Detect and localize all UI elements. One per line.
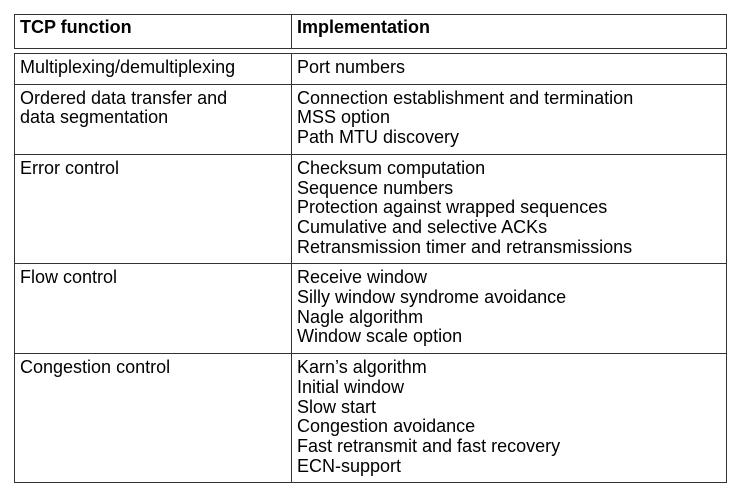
table-row: Multiplexing/demultiplexing Port numbers bbox=[14, 53, 727, 85]
implementation-item: Retransmission timer and retransmissions bbox=[297, 236, 633, 257]
function-text: Flow control bbox=[20, 267, 118, 288]
function-text: Congestion control bbox=[20, 357, 171, 378]
tcp-function-cell: Error control bbox=[14, 153, 292, 265]
function-text: Ordered data transfer and bbox=[20, 87, 228, 108]
implementation-item: Initial window bbox=[297, 376, 405, 397]
implementation-item: MSS option bbox=[297, 107, 391, 128]
tcp-function-cell: Multiplexing/demultiplexing bbox=[14, 53, 292, 85]
implementation-cell: Connection establishment and termination… bbox=[291, 83, 727, 155]
table-header: TCP function Implementation bbox=[14, 14, 727, 49]
implementation-cell: Port numbers bbox=[291, 53, 727, 85]
implementation-item: Protection against wrapped sequences bbox=[297, 197, 608, 218]
implementation-item: Slow start bbox=[297, 396, 377, 417]
header-row: TCP function Implementation bbox=[14, 14, 727, 49]
implementation-item: Nagle algorithm bbox=[297, 306, 424, 327]
implementation-item: Path MTU discovery bbox=[297, 127, 460, 148]
implementation-item: Window scale option bbox=[297, 326, 463, 347]
implementation-item: Fast retransmit and fast recovery bbox=[297, 435, 561, 456]
implementation-item: Receive window bbox=[297, 267, 428, 288]
tcp-function-cell: Congestion control bbox=[14, 353, 292, 484]
function-text: data segmentation bbox=[20, 107, 169, 128]
implementation-item: Connection establishment and termination bbox=[297, 87, 634, 108]
implementation-item: Karn’s algorithm bbox=[297, 357, 427, 378]
implementation-item: Cumulative and selective ACKs bbox=[297, 216, 548, 237]
implementation-item: Congestion avoidance bbox=[297, 416, 476, 437]
implementation-item: Sequence numbers bbox=[297, 177, 454, 198]
implementation-item: ECN-support bbox=[297, 455, 402, 476]
header-tcp-function: TCP function bbox=[14, 14, 292, 49]
header-implementation: Implementation bbox=[291, 14, 727, 49]
implementation-item: Silly window syndrome avoidance bbox=[297, 287, 567, 308]
function-text: Error control bbox=[20, 157, 120, 178]
function-text: Multiplexing/demultiplexing bbox=[20, 57, 236, 77]
implementation-item: Port numbers bbox=[297, 57, 406, 77]
tcp-function-cell: Flow control bbox=[14, 263, 292, 355]
implementation-item: Checksum computation bbox=[297, 157, 486, 178]
